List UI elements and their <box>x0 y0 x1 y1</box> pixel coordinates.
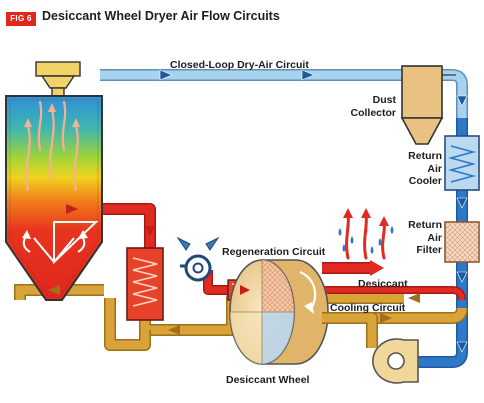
closed-loop-label: Closed-Loop Dry-Air Circuit <box>170 59 309 71</box>
process-heater <box>126 247 164 321</box>
dust-collector-label: Dust Collector <box>340 94 396 119</box>
return-air-filter-label: Return Air Filter <box>396 219 442 257</box>
return-air-cooler-label-line3: Cooler <box>408 175 442 187</box>
desiccant-wheel-label: Desiccant Wheel <box>226 374 310 386</box>
return-air-cooler-label: Return Air Cooler <box>396 150 442 188</box>
desiccant-wheel <box>229 259 329 365</box>
regeneration-circuit-label: Regeneration Circuit <box>222 246 326 258</box>
moisture-drop-icon <box>338 208 394 260</box>
return-air-filter-label-line2: Air <box>427 231 442 244</box>
flow-arrow-icon <box>159 69 468 353</box>
return-air-filter <box>444 221 480 263</box>
return-air-filter-label-line1: Return <box>408 219 442 231</box>
flow-arrow-icon <box>66 204 250 295</box>
return-air-filter-label-line3: Filter <box>416 244 442 256</box>
figure-title: Desiccant Wheel Dryer Air Flow Circuits <box>42 9 280 23</box>
return-air-cooler <box>444 135 480 191</box>
figure-badge: FIG 6 <box>6 12 36 26</box>
dust-collector <box>400 65 456 145</box>
desiccant-label: Desiccant <box>358 278 408 290</box>
cooling-circuit-label: Cooling Circuit <box>330 302 406 314</box>
return-air-cooler-label-line1: Return <box>408 150 442 162</box>
dust-collector-label-line2: Collector <box>350 106 396 119</box>
process-blower <box>322 312 419 384</box>
dust-collector-label-line1: Dust <box>372 94 396 106</box>
regeneration-blower <box>176 236 220 282</box>
drying-hopper <box>5 61 103 301</box>
flow-arrow-icon <box>48 285 420 335</box>
return-air-cooler-label-line2: Air <box>427 162 442 175</box>
